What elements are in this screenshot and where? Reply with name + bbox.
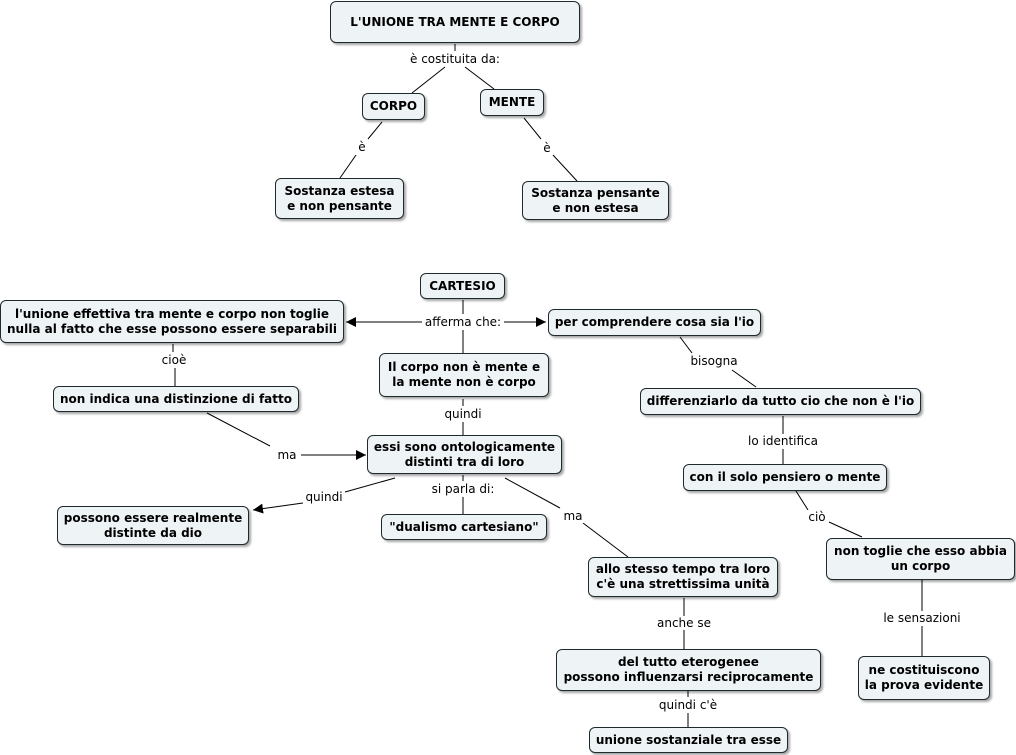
node-dualismo[interactable]: "dualismo cartesiano" [381, 514, 547, 540]
node-eterogenee[interactable]: del tutto eterogenee possono influenzars… [556, 649, 821, 691]
node-ontologicamente[interactable]: essi sono ontologicamente distinti tra d… [367, 435, 562, 474]
node-sostanza-pensante[interactable]: Sostanza pensante e non estesa [522, 181, 669, 220]
node-differenziarlo[interactable]: differenziarlo da tutto cio che non è l'… [640, 388, 921, 415]
node-sostanza-estesa[interactable]: Sostanza estesa e non pensante [275, 178, 404, 219]
node-non-indica[interactable]: non indica una distinzione di fatto [53, 386, 299, 412]
link-label-quindi-center: quindi [442, 407, 484, 421]
connector-bisogna-differenziarlo [731, 369, 757, 388]
node-mente[interactable]: MENTE [480, 89, 544, 116]
link-label-afferma: afferma che: [422, 315, 504, 329]
node-prova-evidente[interactable]: ne costituiscono la prova evidente [858, 656, 990, 700]
link-label-cio: ciò [806, 510, 828, 524]
connector-e-estesa [339, 154, 357, 179]
node-title[interactable]: L'UNIONE TRA MENTE E CORPO [330, 1, 580, 43]
node-cartesio[interactable]: CARTESIO [420, 273, 505, 299]
node-pensiero-mente[interactable]: con il solo pensiero o mente [683, 464, 887, 491]
link-label-cioe: cioè [159, 353, 189, 367]
link-label-e-corpo: è [356, 140, 368, 154]
connector-comprendere-bisogna [679, 336, 693, 354]
connector-pensiero-cio [795, 490, 809, 511]
link-label-quindi-ce: quindi c'è [656, 698, 720, 712]
node-corpo[interactable]: CORPO [362, 93, 425, 120]
link-label-le-sensazioni: le sensazioni [881, 611, 963, 625]
link-label-anche-se: anche se [655, 616, 713, 630]
link-label-si-parla: si parla di: [429, 482, 497, 496]
link-label-ma-right: ma [561, 509, 585, 523]
link-label-ma-left: ma [275, 448, 299, 462]
link-label-quindi-left: quindi [303, 490, 345, 504]
connector-ontologicamente-quindi [344, 477, 396, 493]
node-distinte-dio[interactable]: possono essere realmente distinte da dio [57, 506, 249, 545]
node-unione-effettiva[interactable]: l'unione effettiva tra mente e corpo non… [0, 300, 344, 343]
node-corpo-non-mente[interactable]: Il corpo non è mente e la mente non è co… [379, 353, 549, 397]
node-non-toglie-corpo[interactable]: non toglie che esso abbia un corpo [826, 538, 1015, 580]
connector-costituita-mente [464, 66, 495, 90]
link-label-e-mente: è [541, 141, 553, 155]
node-stretta-unita[interactable]: allo stesso tempo tra loro c'è una stret… [588, 557, 778, 597]
link-label-bisogna: bisogna [688, 354, 740, 368]
connector-corpo-e [367, 121, 383, 140]
connector-ontologicamente-ma [504, 477, 561, 509]
connector-costituita-corpo [411, 66, 446, 94]
link-label-lo-identifica: lo identifica [746, 434, 820, 448]
connector-mente-e [523, 117, 542, 140]
connector-ma-stretta [582, 522, 629, 558]
connector-nonindica-ma [206, 412, 271, 447]
node-comprendere-io[interactable]: per comprendere cosa sia l'io [548, 309, 761, 336]
node-unione-sostanziale[interactable]: unione sostanziale tra esse [589, 727, 788, 753]
link-label-costituita: è costituita da: [408, 52, 502, 66]
connector-quindi-distinte [252, 502, 304, 514]
connector-cio-nontoglie [828, 521, 863, 538]
connector-e-pensante [552, 154, 578, 182]
